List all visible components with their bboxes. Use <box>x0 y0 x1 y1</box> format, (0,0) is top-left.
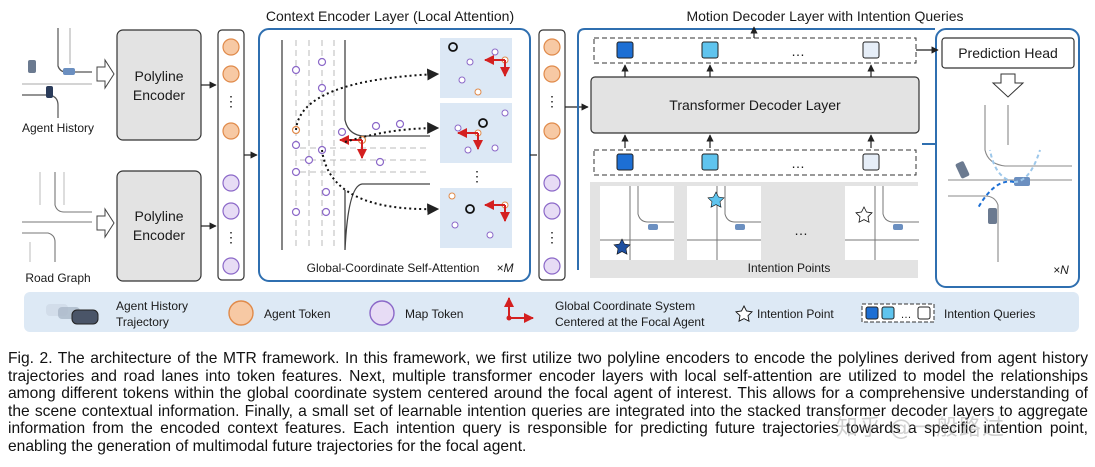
polyline-encoder-agent <box>116 29 202 141</box>
global-scene <box>281 40 440 251</box>
encoder-label: Polyline <box>134 208 183 224</box>
agent-token <box>543 38 561 56</box>
legend-intention-point-label: Intention Point <box>757 307 834 321</box>
input-query-row <box>593 149 917 176</box>
agent-history-scene <box>20 28 92 118</box>
legend-intention-queries-label: Intention Queries <box>944 307 1035 321</box>
prediction-head-label: Prediction Head <box>958 45 1058 61</box>
legend-agent-history-line1: Agent History <box>116 299 188 313</box>
ellipsis: ⋮ <box>470 168 484 184</box>
agent-token <box>222 38 240 56</box>
ellipsis: ⋮ <box>224 229 238 245</box>
road-graph-scene <box>22 172 92 262</box>
map-token <box>543 257 561 275</box>
figure-caption: Fig. 2. The architecture of the MTR fram… <box>8 350 1088 455</box>
motion-decoder-border <box>577 28 935 270</box>
transformer-decoder-label: Transformer Decoder Layer <box>669 97 841 113</box>
legend-gcs-line1: Global Coordinate System <box>555 299 695 313</box>
encoder-label: Polyline <box>134 68 183 84</box>
legend-intention-queries-icon <box>861 303 935 323</box>
legend-agent-history-line2: Trajectory <box>116 315 169 329</box>
encoder-label: Encoder <box>133 227 185 243</box>
mtr-architecture-diagram: Agent History Road Graph Polyline Encode… <box>20 8 1080 332</box>
intention-points-label: Intention Points <box>748 261 831 275</box>
context-encoder-title: Context Encoder Layer (Local Attention) <box>266 8 514 24</box>
red-axis-icon <box>504 297 534 323</box>
star-icon <box>855 206 873 223</box>
ellipsis: ⋮ <box>545 93 559 109</box>
dots: … <box>901 309 912 321</box>
map-token <box>222 202 240 220</box>
road-graph-label: Road Graph <box>25 271 90 285</box>
hollow-arrow-icon <box>96 58 115 90</box>
global-self-attention-label: Global-Coordinate Self-Attention <box>307 261 480 275</box>
agent-car-icon <box>63 68 75 75</box>
legend-map-token-label: Map Token <box>405 307 463 321</box>
legend-agent-token-icon <box>228 300 254 326</box>
map-token <box>222 257 240 275</box>
agent-car-icon <box>46 86 53 98</box>
star-icon <box>613 238 631 255</box>
map-token <box>543 202 561 220</box>
agent-car-icon <box>28 60 36 73</box>
legend-map-token-icon <box>369 300 395 326</box>
dots: … <box>794 222 808 238</box>
agent-token <box>543 122 561 140</box>
dots: … <box>791 155 805 171</box>
legend-star-icon <box>735 304 753 323</box>
map-token <box>543 174 561 192</box>
prediction-head <box>941 37 1075 69</box>
multimodal-prediction-scene <box>948 105 1072 262</box>
trajectory-car-icon <box>46 304 99 325</box>
dots: … <box>791 43 805 59</box>
motion-decoder-title: Motion Decoder Layer with Intention Quer… <box>686 8 963 24</box>
legend-bar <box>24 292 1079 332</box>
token-column-input <box>217 29 245 281</box>
legend-gcs-line2: Centered at the Focal Agent <box>555 315 705 329</box>
agent-history-label: Agent History <box>22 121 94 135</box>
agent-token <box>222 122 240 140</box>
star-icon <box>707 191 725 208</box>
encoder-label: Encoder <box>133 87 185 103</box>
intention-scenes <box>600 186 919 260</box>
map-token <box>222 174 240 192</box>
output-query-row <box>593 37 917 64</box>
prediction-panel <box>935 28 1080 288</box>
hollow-down-arrow-icon <box>991 73 1025 98</box>
watermark: 知乎 @一般路过 <box>836 416 1005 441</box>
agent-token <box>543 65 561 83</box>
transformer-decoder-layer <box>590 76 920 134</box>
token-column-encoded <box>538 29 566 281</box>
local-attention-panels <box>440 38 512 248</box>
ellipsis: ⋮ <box>224 93 238 109</box>
legend-agent-token-label: Agent Token <box>264 307 331 321</box>
decoder-repeat-label: ×N <box>1053 263 1069 277</box>
polyline-encoder-map <box>116 170 202 282</box>
agent-token <box>222 65 240 83</box>
encoder-repeat-label: ×M <box>496 261 513 275</box>
ellipsis: ⋮ <box>545 229 559 245</box>
hollow-arrow-icon <box>96 207 115 239</box>
